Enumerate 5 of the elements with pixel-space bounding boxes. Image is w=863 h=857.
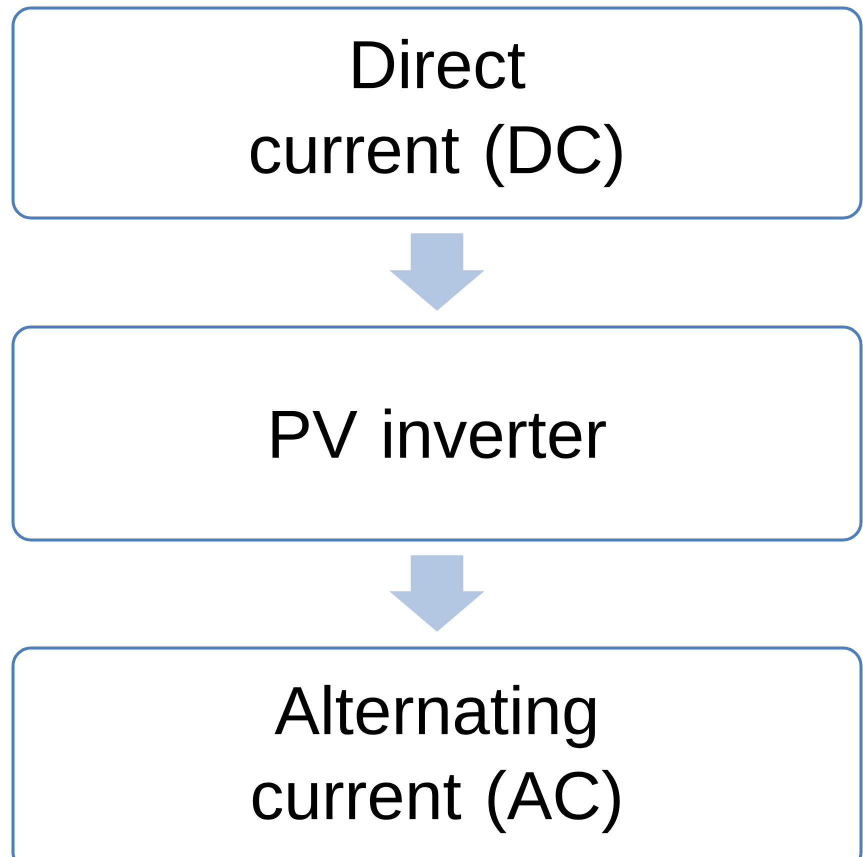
block-arrow — [390, 233, 484, 311]
block-arrow — [390, 555, 484, 632]
process-box: Direct current (DC) — [12, 6, 862, 220]
process-box: PV inverter — [12, 326, 862, 542]
process-box: Alternating current (AC) — [12, 646, 862, 857]
